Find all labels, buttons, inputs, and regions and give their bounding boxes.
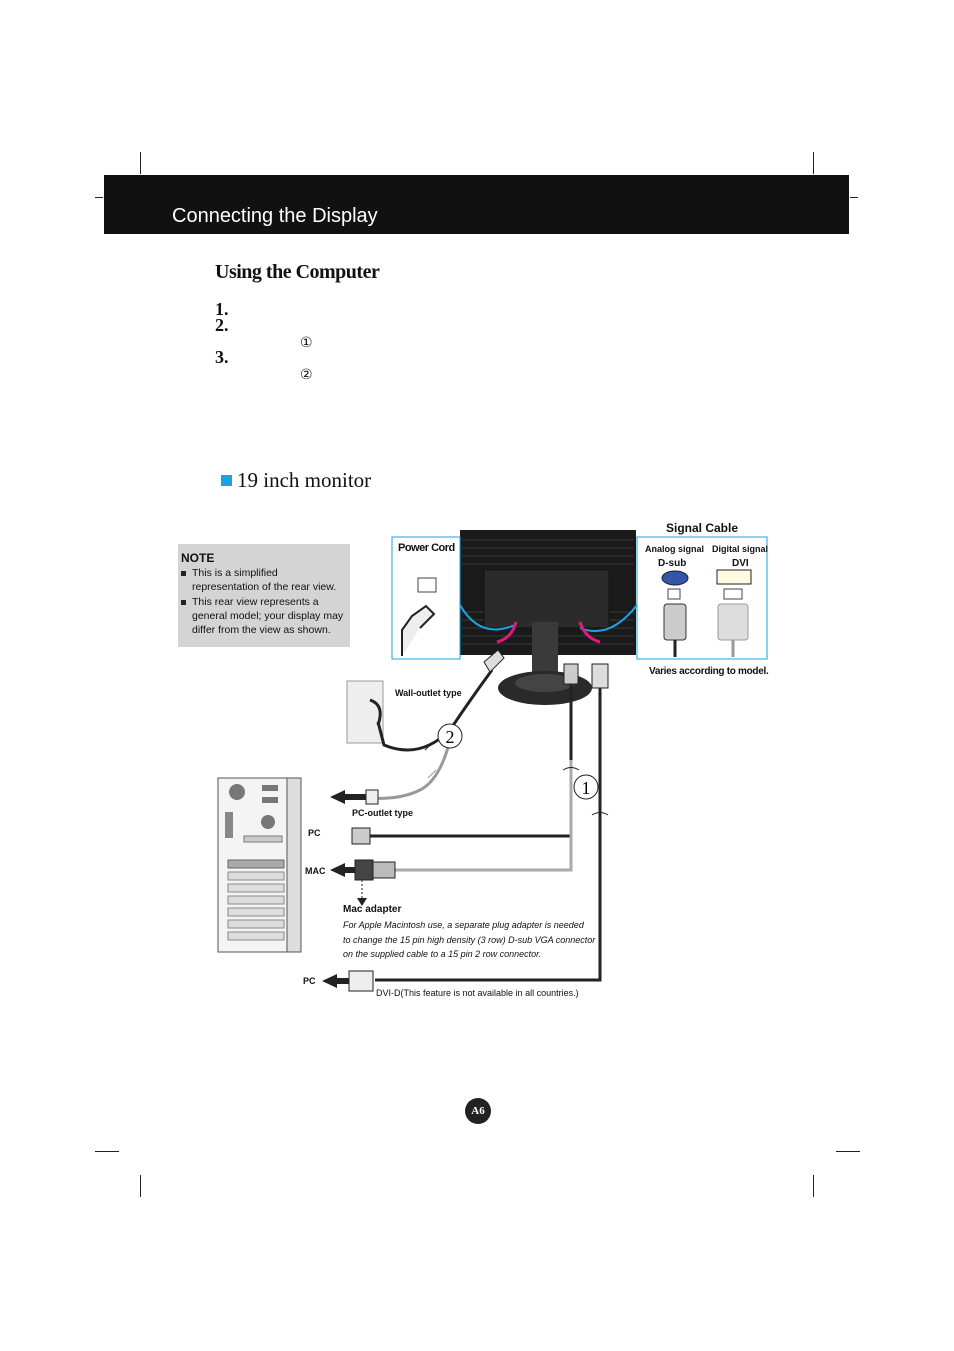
crop-mark — [140, 152, 141, 174]
crop-mark — [140, 1175, 141, 1197]
dvi-d-note: DVI-D(This feature is not available in a… — [376, 988, 579, 998]
callout-2-circle — [437, 723, 463, 749]
note-item: This rear view represents a general mode… — [181, 595, 344, 637]
step-1-number: 1. — [215, 299, 229, 319]
model-heading: 19 inch monitor — [221, 468, 371, 493]
dvi-label: DVI — [732, 558, 749, 569]
crop-mark — [95, 1151, 119, 1152]
bullet-square-icon — [221, 475, 232, 486]
signal-cable-label: Signal Cable — [666, 521, 739, 535]
monitor-rear — [460, 530, 636, 705]
pc-outlet-label: PC-outlet type — [352, 808, 414, 818]
crop-mark — [850, 197, 858, 198]
mac-adapter-title: Mac adapter — [343, 904, 402, 915]
step-2-number: 2. — [215, 315, 229, 335]
signal-cable-callout — [636, 536, 768, 660]
crop-mark — [836, 1151, 860, 1152]
mac-adapter-text: to change the 15 pin high density (3 row… — [343, 935, 596, 945]
pc-label: PC — [303, 976, 316, 986]
model-label: 19 inch monitor — [237, 468, 372, 492]
mac-adapter-icon — [354, 859, 374, 881]
crop-mark — [813, 152, 814, 174]
section-title: Using the Computer — [215, 261, 380, 283]
callout-1-circle — [573, 774, 599, 800]
header-bar: Connecting the Display — [104, 175, 849, 234]
note-title: NOTE — [181, 551, 215, 565]
page-title: Connecting the Display — [172, 205, 378, 227]
pc-label: PC — [308, 828, 321, 838]
dvi-connector-icon — [716, 569, 752, 585]
note-box: NOTE This is a simplified representation… — [178, 544, 350, 647]
mac-adapter-text: on the supplied cable to a 15 pin 2 row … — [343, 949, 542, 959]
wall-outlet-icon — [346, 680, 384, 744]
note-item: This is a simplified representation of t… — [181, 566, 344, 594]
mac-adapter-text: For Apple Macintosh use, a separate plug… — [343, 920, 584, 930]
callout-1-label: 1 — [582, 778, 591, 798]
step-marker-2: ② — [300, 367, 313, 383]
callout-2-label: 2 — [446, 727, 455, 747]
mac-label: MAC — [305, 866, 326, 876]
varies-note: Varies according to model. — [649, 666, 769, 677]
analog-signal-label: Analog signal — [645, 544, 705, 554]
crop-mark — [95, 197, 103, 198]
computer-tower-icon — [217, 777, 302, 953]
power-cord-callout — [391, 536, 461, 660]
step-3-number: 3. — [215, 347, 229, 367]
page-number: A6 — [465, 1098, 491, 1124]
digital-signal-label: Digital signal — [712, 544, 769, 554]
power-cord-label: Power Cord — [398, 542, 455, 554]
dsub-connector-icon — [661, 570, 689, 586]
step-marker-1: ① — [300, 335, 313, 351]
crop-mark — [813, 1175, 814, 1197]
wall-outlet-label: Wall-outlet type — [395, 688, 462, 698]
dsub-label: D-sub — [658, 558, 687, 569]
